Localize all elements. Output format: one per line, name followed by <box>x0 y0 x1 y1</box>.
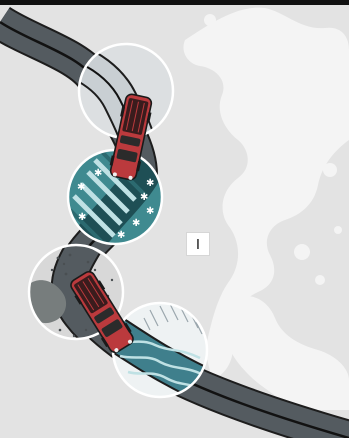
svg-text:✱: ✱ <box>77 182 85 193</box>
svg-text:✱: ✱ <box>146 206 154 217</box>
svg-text:✱: ✱ <box>146 178 154 189</box>
svg-text:✱: ✱ <box>78 212 86 223</box>
svg-text:✱: ✱ <box>117 230 125 241</box>
svg-text:✱: ✱ <box>140 192 148 203</box>
marker-label: I <box>186 232 210 256</box>
top-bar <box>0 0 349 5</box>
svg-text:✱: ✱ <box>94 168 102 179</box>
svg-text:✱: ✱ <box>132 218 140 229</box>
